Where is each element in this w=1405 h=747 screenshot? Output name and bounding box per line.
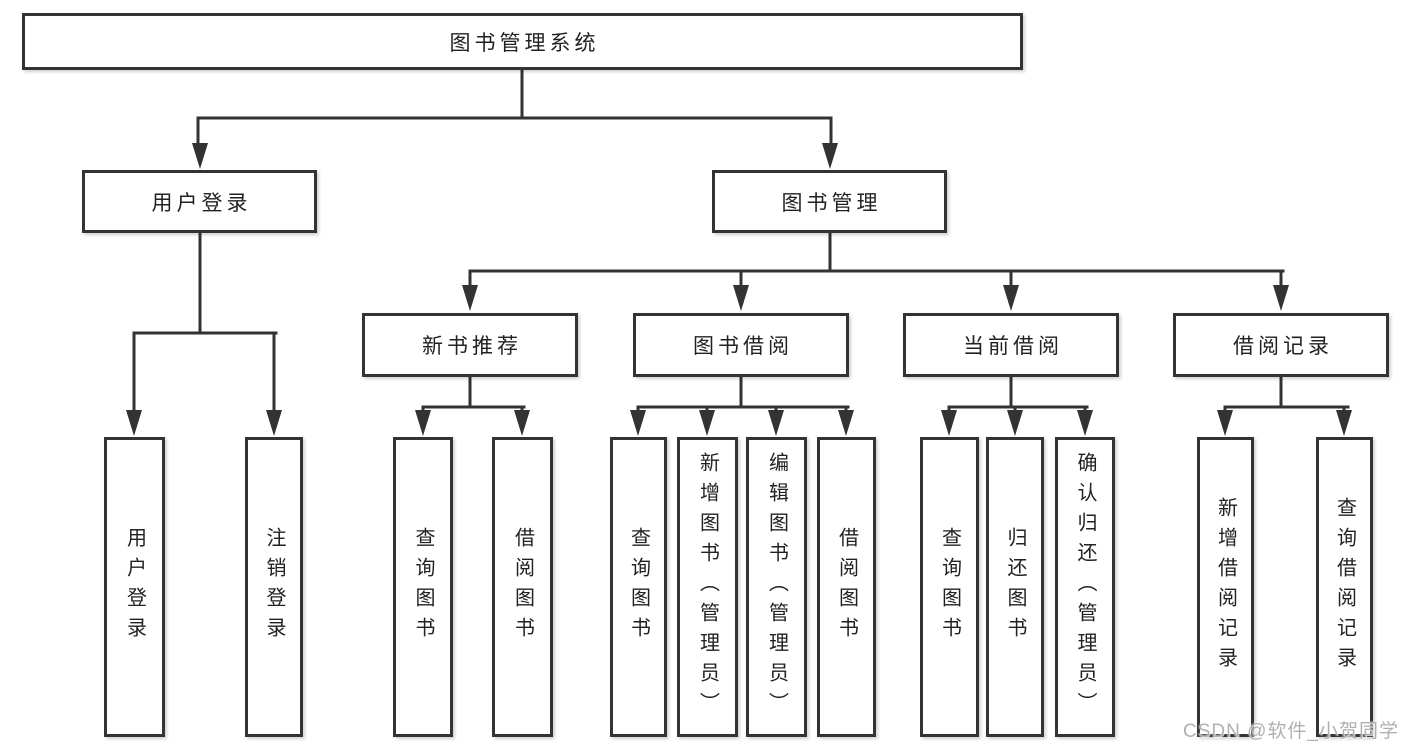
leaf-add-book-admin-label: 新增图书（管理员） (696, 452, 719, 722)
connector-book-management (468, 231, 1285, 292)
leaf-add-borrow-record-label: 新增借阅记录 (1214, 497, 1237, 677)
node-user-login-label: 用户登录 (151, 191, 252, 215)
leaf-logout: 注销登录 (245, 437, 303, 737)
node-borrow-records: 借阅记录 (1173, 313, 1389, 377)
connector-borrow-records (1223, 375, 1350, 416)
node-root-label: 图书管理系统 (449, 31, 600, 55)
leaf-query-books-current-label: 查询图书 (938, 527, 961, 647)
arrowheads (126, 143, 1352, 436)
csdn-watermark: CSDN @软件_小贺同学 (1183, 721, 1399, 742)
node-new-book-recommend-label: 新书推荐 (422, 335, 522, 358)
leaf-borrow-books-recommend: 借阅图书 (492, 437, 553, 737)
node-book-management-label: 图书管理 (781, 191, 882, 215)
leaf-confirm-return-admin: 确认归还（管理员） (1055, 437, 1115, 737)
node-book-borrow-label: 图书借阅 (693, 335, 793, 358)
leaf-query-books-recommend-label: 查询图书 (412, 527, 434, 647)
leaf-logout-label: 注销登录 (263, 527, 285, 647)
node-current-borrow: 当前借阅 (903, 313, 1119, 377)
leaf-user-login-label: 用户登录 (123, 527, 146, 647)
leaf-return-book: 归还图书 (986, 437, 1044, 737)
leaf-borrow-books-label: 借阅图书 (835, 527, 858, 647)
connector-root (196, 68, 833, 152)
node-book-management: 图书管理 (712, 170, 947, 233)
leaf-edit-book-admin-label: 编辑图书（管理员） (765, 452, 788, 722)
leaf-add-borrow-record: 新增借阅记录 (1197, 437, 1254, 737)
leaf-query-borrow-record-label: 查询借阅记录 (1333, 497, 1356, 677)
connector-book-borrow (636, 375, 850, 416)
node-user-login: 用户登录 (82, 170, 317, 233)
leaf-borrow-books-recommend-label: 借阅图书 (511, 527, 534, 647)
leaf-add-book-admin: 新增图书（管理员） (677, 437, 738, 737)
connector-current-borrow (947, 375, 1089, 416)
connector-new-book-recommend (421, 375, 526, 416)
node-book-borrow: 图书借阅 (633, 313, 849, 377)
leaf-query-books-current: 查询图书 (920, 437, 979, 737)
leaf-confirm-return-admin-label: 确认归还（管理员） (1074, 452, 1096, 722)
leaf-query-books-recommend: 查询图书 (393, 437, 453, 737)
leaf-user-login: 用户登录 (104, 437, 165, 737)
node-root: 图书管理系统 (22, 13, 1023, 70)
leaf-borrow-books: 借阅图书 (817, 437, 876, 737)
node-current-borrow-label: 当前借阅 (963, 335, 1063, 358)
leaf-edit-book-admin: 编辑图书（管理员） (746, 437, 807, 737)
node-new-book-recommend: 新书推荐 (362, 313, 578, 377)
leaf-return-book-label: 归还图书 (1004, 527, 1026, 647)
node-borrow-records-label: 借阅记录 (1233, 335, 1333, 358)
connector-user-login (132, 231, 278, 414)
leaf-query-books-borrow: 查询图书 (610, 437, 667, 737)
leaf-query-borrow-record: 查询借阅记录 (1316, 437, 1373, 737)
leaf-query-books-borrow-label: 查询图书 (627, 527, 650, 647)
